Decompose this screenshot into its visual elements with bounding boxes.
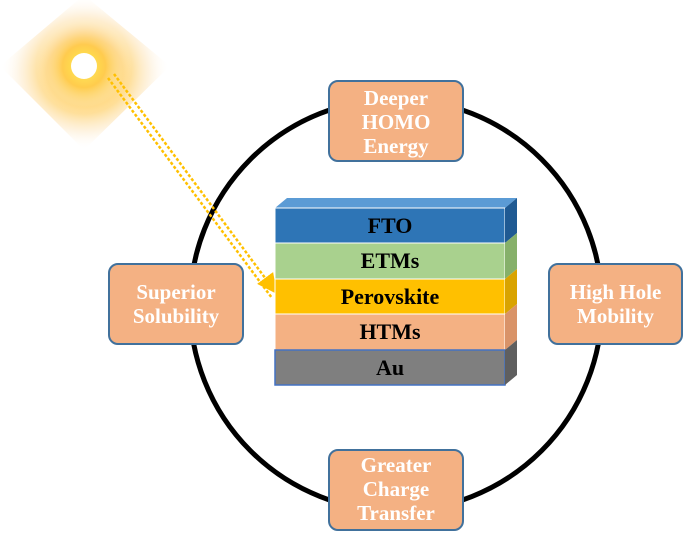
sun-icon: [0, 0, 170, 150]
box-line: Greater: [360, 453, 432, 477]
property-box-hole-mobility: High Hole Mobility: [548, 263, 683, 345]
box-line: Solubility: [132, 304, 220, 328]
box-line: Deeper: [363, 86, 429, 110]
layer-au: [274, 349, 506, 386]
layer-label-au: Au: [375, 355, 405, 380]
layer-label-fto: FTO: [367, 213, 413, 238]
layer-fto: [274, 207, 506, 244]
box-line: High Hole: [569, 280, 662, 304]
property-box-homo-energy: Deeper HOMO Energy: [328, 80, 464, 162]
box-line: Energy: [363, 134, 429, 158]
layer-stack: [274, 198, 517, 386]
layer-label-etm: ETMs: [360, 248, 420, 273]
box-line: Superior: [136, 280, 216, 304]
property-box-solubility: Superior Solubility: [108, 263, 244, 345]
property-box-charge-transfer: Greater Charge Transfer: [328, 449, 464, 531]
box-line: Charge: [362, 477, 430, 501]
layer-label-perovskite: Perovskite: [340, 284, 440, 309]
layer-perovskite: [274, 278, 506, 315]
box-line: HOMO: [361, 110, 431, 134]
box-line: Transfer: [357, 501, 435, 525]
box-line: Mobility: [577, 304, 654, 328]
light-ray: [106, 73, 277, 299]
layer-label-htm: HTMs: [359, 319, 421, 344]
